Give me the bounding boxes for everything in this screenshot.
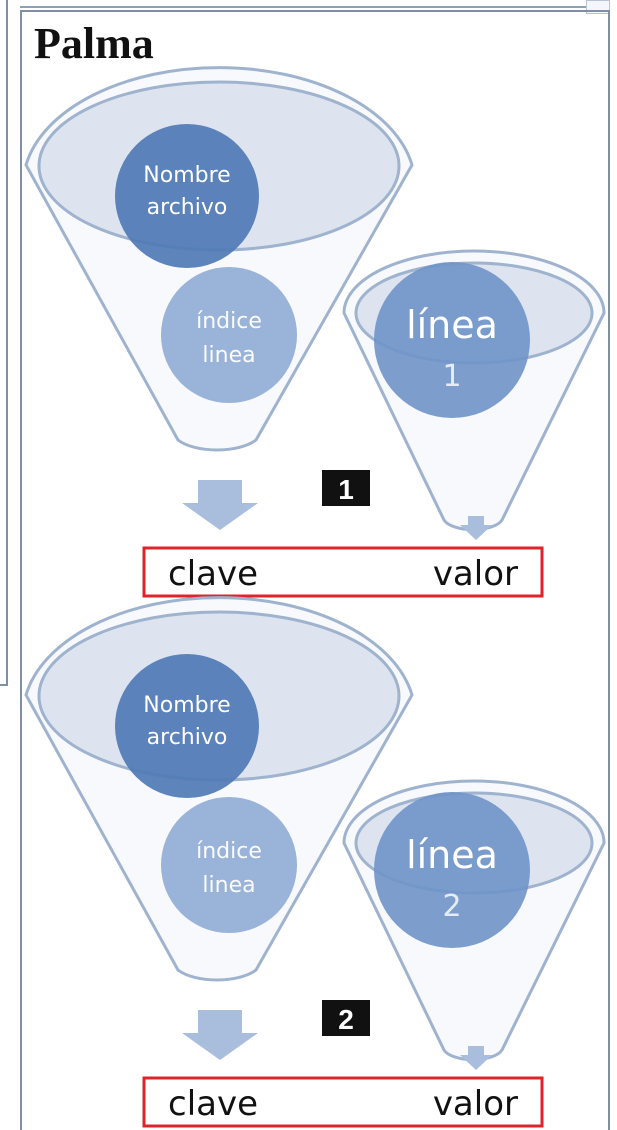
key-funnel-1: Nombre archivo índice linea	[24, 66, 414, 452]
value-label-1: valor	[433, 554, 518, 594]
index-circle-label-line2: linea	[202, 873, 255, 898]
index-circle-1	[161, 267, 297, 403]
value-circle-label-line1: línea	[406, 303, 498, 347]
value-circle-label-line1: línea	[406, 833, 498, 877]
value-circle-label-line2: 1	[442, 359, 461, 394]
key-circle-label-line2: archivo	[147, 195, 228, 220]
down-arrow-icon	[460, 1046, 492, 1070]
value-funnel-1: línea 1	[342, 249, 606, 532]
page-title: Palma	[34, 19, 154, 68]
value-circle-1	[374, 262, 530, 418]
index-circle-label-line1: índice	[196, 309, 262, 334]
value-label-2: valor	[433, 1084, 518, 1124]
index-circle-label-line1: índice	[196, 839, 262, 864]
down-arrow-icon	[182, 480, 258, 530]
step-badge-1	[322, 470, 370, 506]
top-rule	[20, 6, 586, 8]
key-circle-2	[115, 654, 259, 798]
value-funnel-2: línea 2	[342, 779, 606, 1062]
key-circle-label-line1: Nombre	[143, 693, 230, 718]
key-circle-label-line1: Nombre	[143, 163, 230, 188]
key-value-box-1	[142, 546, 544, 598]
main-frame	[20, 10, 610, 1130]
step-badge-number-2: 2	[338, 1004, 354, 1035]
key-label-2: clave	[168, 1084, 258, 1124]
index-circle-2	[161, 797, 297, 933]
down-arrow-icon	[460, 516, 492, 540]
down-arrow-icon	[182, 1010, 258, 1060]
key-label-1: clave	[168, 554, 258, 594]
step-badge-number-1: 1	[338, 474, 354, 505]
value-circle-2	[374, 792, 530, 948]
left-frame	[0, 0, 8, 686]
key-circle-label-line2: archivo	[147, 725, 228, 750]
key-value-box-2	[142, 1076, 544, 1128]
key-circle-1	[115, 124, 259, 268]
key-funnel-2: Nombre archivo índice linea	[24, 596, 414, 982]
step-2: Nombre archivo índice linea línea 2 2 cl	[24, 596, 606, 1128]
step-badge-2	[322, 1000, 370, 1036]
step-1: Nombre archivo índice linea línea 1 1 cl	[24, 66, 606, 598]
index-circle-label-line2: linea	[202, 343, 255, 368]
value-circle-label-line2: 2	[442, 889, 461, 924]
